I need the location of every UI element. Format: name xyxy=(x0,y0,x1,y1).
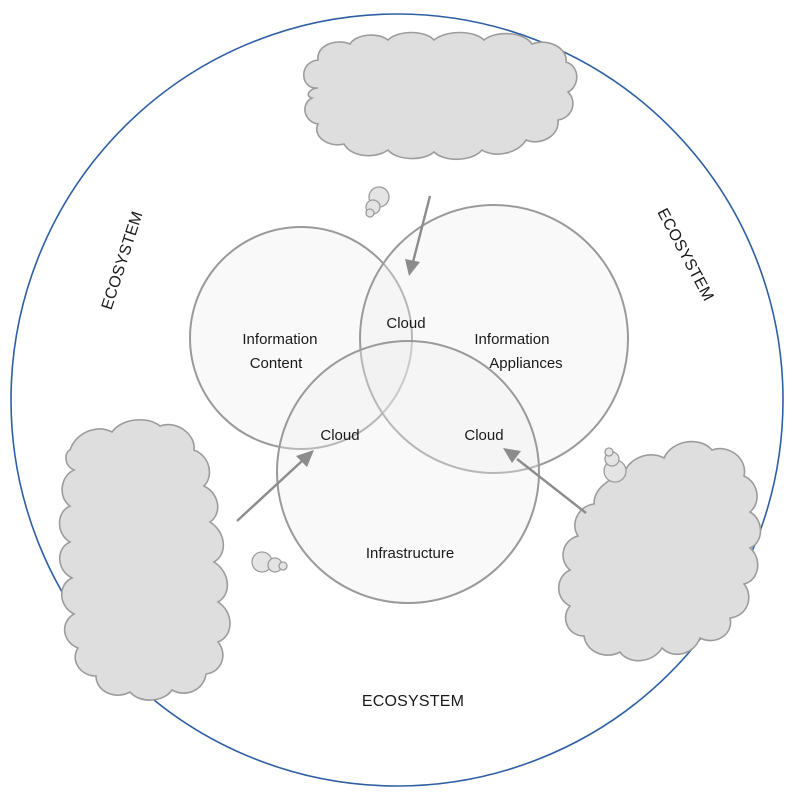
left-cloud-thought-bubbles xyxy=(251,551,288,573)
ecosystem-boundary-circle xyxy=(10,13,784,787)
infrastructure-circle xyxy=(276,340,540,604)
top-arrow xyxy=(405,195,432,276)
top-cloud-thought-bubbles xyxy=(365,186,390,218)
left-arrow xyxy=(236,450,314,522)
cloud-label-top: Cloud xyxy=(386,315,425,332)
right-arrow xyxy=(503,448,587,514)
cloud-label-right: Cloud xyxy=(464,427,503,444)
infrastructure-label: Infrastructure xyxy=(366,545,454,562)
information-content-label-line2: Content xyxy=(250,355,303,372)
information-content-circle xyxy=(189,226,413,450)
information-content-label: Information Content xyxy=(242,331,321,372)
top-cloud-shape xyxy=(303,31,578,161)
information-appliances-circle xyxy=(359,204,629,474)
information-appliances-label: Information Appliances xyxy=(474,331,562,372)
right-cloud-shape xyxy=(557,440,762,662)
ecosystem-label-bottom: ECOSYSTEM xyxy=(362,693,464,710)
right-cloud-thought-bubbles xyxy=(603,447,627,483)
information-appliances-label-line1: Information xyxy=(474,331,549,348)
cloud-label-left: Cloud xyxy=(320,427,359,444)
left-cloud-shape xyxy=(58,419,231,701)
ecosystem-label-left: ECOSYSTEM xyxy=(99,209,147,312)
information-appliances-label-line2: Appliances xyxy=(489,355,562,372)
information-content-label-line1: Information xyxy=(242,331,317,348)
ecosystem-label-right: ECOSYSTEM xyxy=(653,206,716,304)
